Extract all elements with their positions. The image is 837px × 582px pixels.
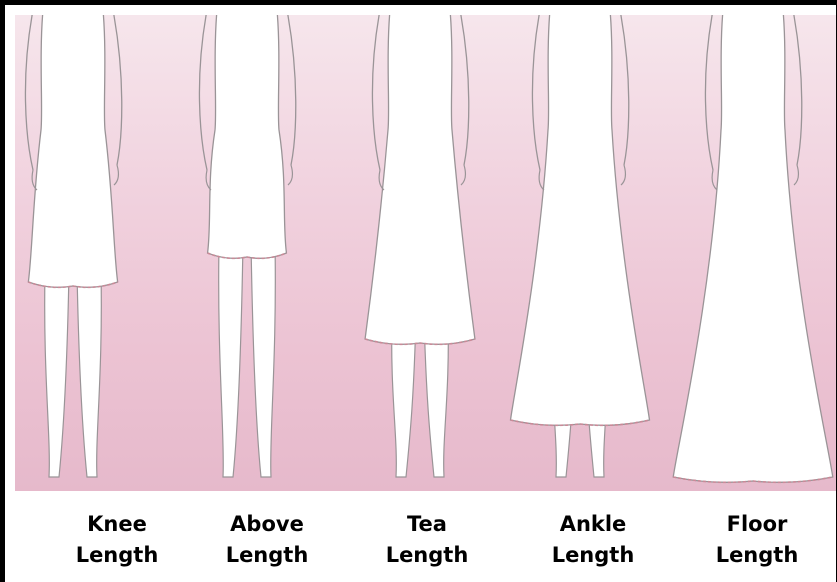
label-knee-line2: Length	[47, 540, 187, 571]
legs-above	[219, 243, 276, 477]
label-ankle-length: Ankle Length	[523, 509, 663, 571]
legs-knee	[45, 272, 102, 477]
label-knee-length: Knee Length	[47, 509, 187, 571]
figure-floor	[673, 15, 833, 482]
label-above-line2: Length	[197, 540, 337, 571]
dress-ankle	[511, 15, 650, 425]
label-tea-line2: Length	[357, 540, 497, 571]
label-ankle-line2: Length	[523, 540, 663, 571]
label-knee-line1: Knee	[47, 509, 187, 540]
figure-ankle	[511, 15, 650, 477]
figure-knee	[25, 15, 121, 477]
dress-floor	[673, 15, 833, 482]
figure-tea	[365, 15, 475, 477]
figure-above	[199, 15, 295, 477]
dress-knee	[28, 15, 117, 287]
label-tea-length: Tea Length	[357, 509, 497, 571]
label-floor-line2: Length	[687, 540, 827, 571]
dress-tea	[365, 15, 475, 344]
dress-length-panel	[15, 15, 837, 491]
label-floor-length: Floor Length	[687, 509, 827, 571]
label-above-length: Above Length	[197, 509, 337, 571]
label-ankle-line1: Ankle	[523, 509, 663, 540]
label-tea-line1: Tea	[357, 509, 497, 540]
dress-figures	[15, 15, 837, 491]
label-floor-line1: Floor	[687, 509, 827, 540]
length-labels: Knee Length Above Length Tea Length Ankl…	[5, 503, 837, 582]
label-above-line1: Above	[197, 509, 337, 540]
dress-above	[208, 15, 287, 258]
